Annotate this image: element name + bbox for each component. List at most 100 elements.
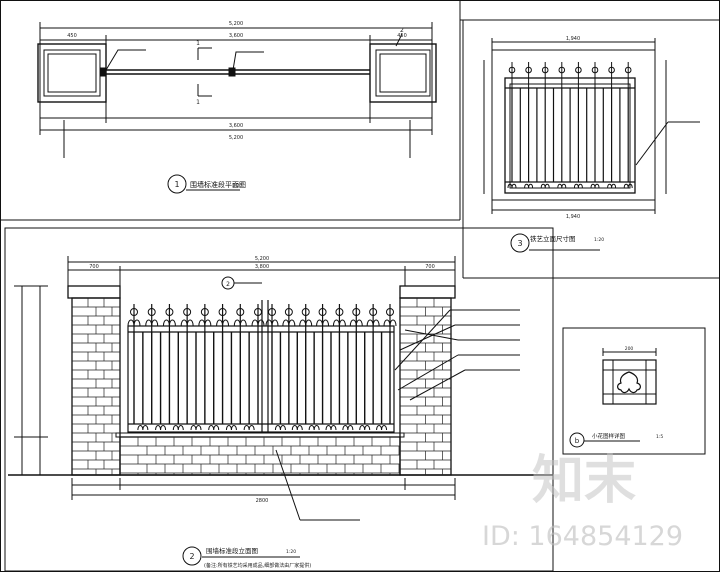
elev-pier-dim-left: 700 <box>89 264 99 270</box>
fence-finial <box>236 308 245 316</box>
fence-finial <box>386 308 394 316</box>
fence-base-scroll <box>208 425 220 431</box>
fence-scroll <box>216 319 230 327</box>
section-finial <box>608 66 615 74</box>
section-finial <box>508 66 516 74</box>
plan-view <box>37 22 437 194</box>
section-scroll <box>623 183 633 189</box>
fence-finial <box>369 308 378 316</box>
fence-finial <box>301 308 310 316</box>
fence-scroll <box>366 319 380 327</box>
fence-base-scroll <box>225 425 237 431</box>
elev-total-dim: 5,200 <box>255 256 269 262</box>
elevation-view-title: 围墙标准段立面图 <box>206 546 258 555</box>
plan-pier-dim-left: 450 <box>67 33 77 39</box>
section-finial <box>558 66 566 74</box>
fence-finial <box>268 308 276 316</box>
fence-finial <box>165 308 174 316</box>
fence-finial <box>130 308 138 316</box>
fence-base-scroll <box>190 425 202 431</box>
fence-finial <box>183 308 192 316</box>
fence-base-scroll <box>325 425 337 431</box>
fence-pickets <box>127 304 397 431</box>
section-labels: 1,940 1,940 3 铁艺立面尺寸图 1:20 <box>517 36 604 248</box>
section-scroll <box>540 183 550 189</box>
fence-base-scroll <box>308 425 320 431</box>
section-bottom-dim: 1,940 <box>566 214 580 220</box>
section-view-scale: 1:20 <box>594 237 604 243</box>
detail-width-dim: 200 <box>625 346 634 352</box>
fence-scroll <box>383 319 397 327</box>
fence-finial <box>284 308 293 316</box>
section-pickets <box>507 62 633 189</box>
plan-mid-dim-bottom: 3,600 <box>229 123 243 129</box>
watermark-id: ID: 164854129 <box>482 521 683 552</box>
section-scroll <box>573 183 583 189</box>
fence-base-scroll <box>137 425 149 431</box>
fence-finial <box>254 308 262 316</box>
fence-scroll <box>198 319 212 327</box>
elevation-view <box>8 256 553 566</box>
fence-scroll <box>349 319 363 327</box>
elev-base-dim: 2800 <box>256 498 269 504</box>
fence-base-scroll <box>376 425 388 431</box>
elev-callout-2: 2 <box>226 281 230 288</box>
fence-scroll <box>162 319 176 327</box>
plan-cut-1-top: 1 <box>196 40 200 47</box>
fence-base-scroll <box>274 425 286 431</box>
plan-pier-dim-right: 450 <box>397 33 407 39</box>
section-finial <box>624 66 632 74</box>
fence-scroll <box>145 319 159 327</box>
fence-scroll <box>127 319 141 327</box>
elevation-view-scale: 1:20 <box>286 549 296 555</box>
fence-scroll <box>332 319 346 327</box>
section-finial <box>541 66 549 74</box>
fence-base-scroll <box>342 425 354 431</box>
fence-base-scroll <box>172 425 184 431</box>
brick-pattern <box>72 298 451 475</box>
fence-scroll <box>316 319 330 327</box>
section-view <box>483 38 700 253</box>
watermark-logo: 知末 <box>532 451 636 511</box>
fence-finial <box>218 308 227 316</box>
detail-labels: 200 b 小花图样详图 1:5 <box>575 346 664 445</box>
fence-scroll <box>251 319 265 327</box>
watermark: 知末 ID: 164854129 <box>482 451 683 552</box>
section-finial <box>591 66 599 74</box>
fence-base-scroll <box>359 425 371 431</box>
detail-view-number: b <box>575 437 580 445</box>
fence-base-scroll <box>155 425 167 431</box>
fence-scroll <box>233 319 247 327</box>
fence-finial <box>335 308 344 316</box>
section-view-title: 铁艺立面尺寸图 <box>530 234 576 243</box>
section-top-dim: 1,940 <box>566 36 580 42</box>
fence-finial <box>352 308 361 316</box>
fence-scroll <box>265 319 279 327</box>
section-finial <box>525 66 532 74</box>
section-finial <box>575 66 582 74</box>
plan-mid-dim: 3,600 <box>229 33 243 39</box>
fence-scroll <box>282 319 296 327</box>
plan-total-top-dim: 5,200 <box>229 21 243 27</box>
fence-base-scroll <box>291 425 303 431</box>
elevation-view-number: 2 <box>189 552 194 561</box>
elev-mid-dim: 3,800 <box>255 264 269 270</box>
section-scroll <box>507 183 517 189</box>
section-scroll <box>607 183 617 189</box>
fence-finial <box>318 308 327 316</box>
plan-view-scale: 1:20 <box>232 183 242 189</box>
section-scroll <box>590 183 600 189</box>
fence-finial <box>147 308 156 316</box>
plan-view-number: 1 <box>174 180 179 189</box>
plan-total-bottom-dim: 5,200 <box>229 135 243 141</box>
detail-view-title: 小花图样详图 <box>592 432 626 440</box>
detail-view-scale: 1:5 <box>656 434 663 440</box>
section-view-number: 3 <box>517 239 522 248</box>
fence-scroll <box>299 319 313 327</box>
plan-cut-1-bottom: 1 <box>196 99 200 106</box>
detail-view <box>569 348 657 448</box>
section-scroll <box>557 183 567 189</box>
fence-finial <box>200 308 209 316</box>
section-scroll <box>524 183 534 189</box>
